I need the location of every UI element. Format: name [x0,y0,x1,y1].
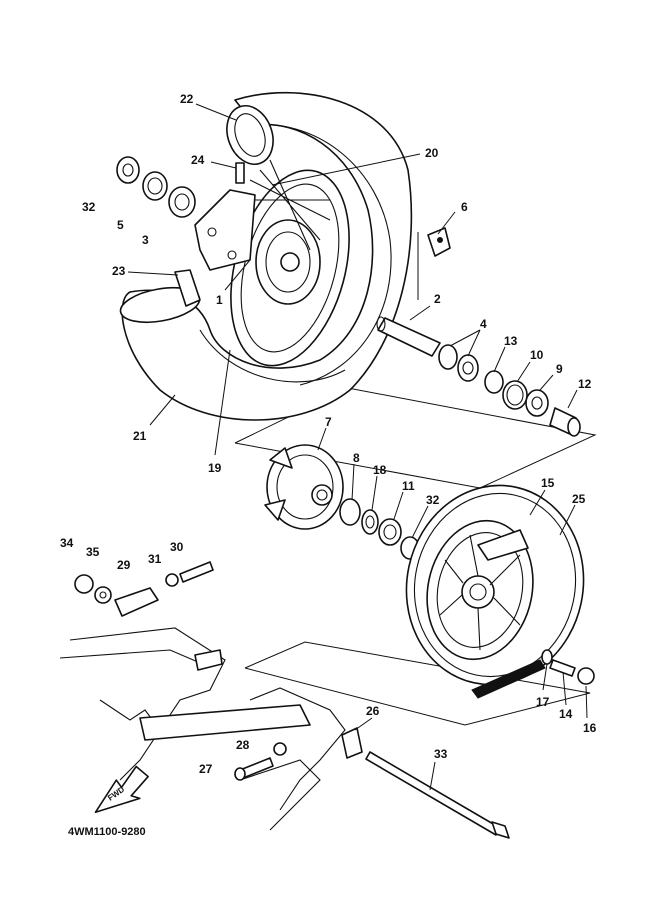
callout-11: 11 [402,479,415,493]
callout-18: 18 [373,463,387,477]
leader-lines [127,103,588,791]
hub-spacers [339,498,420,560]
callout-21: 21 [133,429,147,443]
callout-5: 5 [117,218,124,232]
callout-30: 30 [170,540,184,554]
callout-8: 8 [353,451,360,465]
callout-32-mid: 32 [426,493,440,507]
rim-band [174,269,201,307]
callout-3: 3 [142,233,149,247]
clip [427,227,451,257]
callout-32-top: 32 [82,200,96,214]
callout-35: 35 [86,545,100,559]
callout-1: 1 [216,293,223,307]
rear-axle-set [234,727,510,839]
callout-25: 25 [572,492,586,506]
callout-23: 23 [112,264,126,278]
axle-collar [376,316,441,357]
callout-6: 6 [461,200,468,214]
callout-10: 10 [530,348,544,362]
callout-12: 12 [578,377,592,391]
callout-4: 4 [480,317,487,331]
callout-2: 2 [434,292,441,306]
callout-24: 24 [191,153,205,167]
left-bearing-set [116,156,196,218]
brake-caliper-bracket [194,189,256,271]
callout-16: 16 [583,721,597,735]
callout-29: 29 [117,558,131,572]
callout-15: 15 [541,476,555,490]
drive-pulley-wheel [405,484,585,686]
callout-13: 13 [504,334,518,348]
callout-28: 28 [236,738,250,752]
callout-26: 26 [366,704,380,718]
pulley-hub [264,444,344,530]
callout-19: 19 [208,461,222,475]
chain-adjuster-set [74,561,214,617]
callout-20: 20 [425,146,439,160]
callout-7: 7 [325,415,332,429]
axle-adjuster [541,649,595,685]
callout-27: 27 [199,762,213,776]
callout-33: 33 [434,747,448,761]
right-bearing-set [438,344,581,437]
callout-34: 34 [60,536,74,550]
callout-labels: 22 20 24 32 5 3 6 23 1 2 4 13 10 9 12 21… [60,92,597,776]
inner-tube [226,105,274,165]
callout-14: 14 [559,707,573,721]
callout-9: 9 [556,362,563,376]
callout-31: 31 [148,552,162,566]
swingarm [59,627,346,831]
fwd-arrow-icon: FWD [94,765,149,814]
callout-17: 17 [536,695,550,709]
diagram-code: 4WM1100-9280 [68,826,146,838]
drive-belt [471,659,546,699]
rear-tire [119,91,413,421]
valve [235,162,245,184]
callout-22: 22 [180,92,194,106]
